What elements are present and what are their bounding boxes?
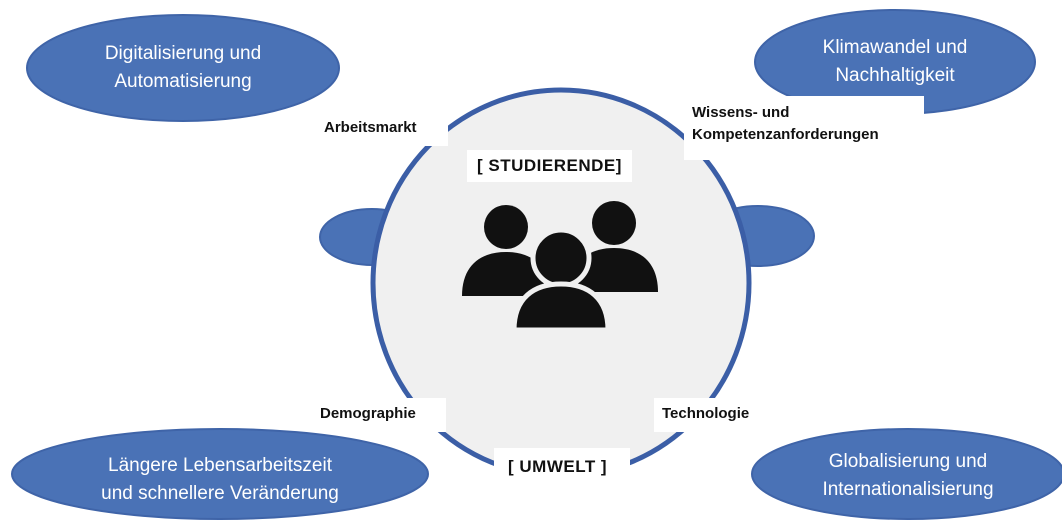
bubble-bottom-right-line2: Internationalisierung [822,479,994,500]
label-demographie-text: Demographie [320,405,416,422]
label-arbeitsmarkt: Arbeitsmarkt [318,114,423,142]
bubble-top-right-line1: Klimawandel und [822,37,968,58]
label-wissen-line1: Wissens- und [692,104,790,121]
label-technologie-text: Technologie [662,405,750,422]
bubble-top-left: Digitalisierung und Automatisierung [33,40,333,96]
bubble-top-left-line1: Digitalisierung und [104,43,262,64]
bubble-bottom-left-shape [11,428,429,520]
label-arbeitsmarkt-text: Arbeitsmarkt [324,119,417,136]
bubble-top-right-line2: Nachhaltigkeit [835,65,955,86]
group-people-icon [462,201,658,332]
bubble-bottom-right-line1: Globalisierung und [828,451,988,472]
label-wissen: Wissens- und Kompetenzanforderungen [686,99,885,149]
bubble-top-left-line2: Automatisierung [114,71,252,92]
bubble-top-left-shape [26,14,340,122]
bubble-bottom-left-line1: Längere Lebensarbeitszeit [108,455,332,476]
label-wissen-line2: Kompetenzanforderungen [692,126,879,143]
bubble-bottom-left-line2: und schnellere Veränderung [101,483,339,504]
label-demographie: Demographie [314,400,422,428]
bubble-bottom-left: Längere Lebensarbeitszeit und schnellere… [40,452,400,508]
label-studierende: [ STUDIERENDE] [467,150,632,182]
label-umwelt: [ UMWELT ] [498,451,618,483]
label-umwelt-text: [ UMWELT ] [508,457,608,476]
bubble-bottom-right-shape [751,428,1062,520]
bubble-bottom-right: Globalisierung und Internationalisierung [758,448,1058,504]
label-studierende-text: [ STUDIERENDE] [477,156,622,175]
label-technologie: Technologie [656,400,756,428]
bubble-top-right: Klimawandel und Nachhaltigkeit [765,34,1025,90]
